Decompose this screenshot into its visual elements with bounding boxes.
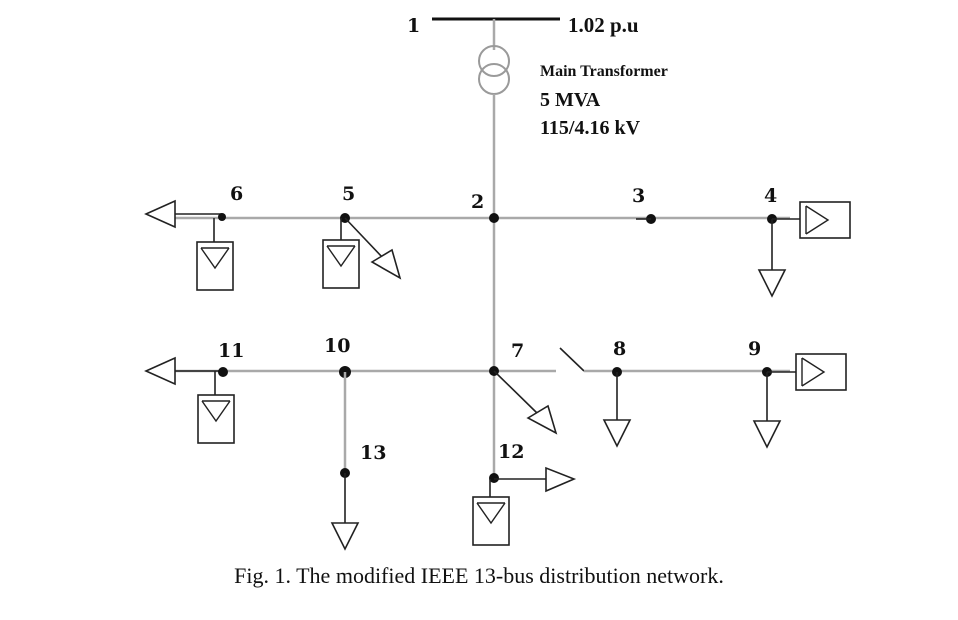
bus-4-label: 4 <box>764 185 777 207</box>
figure-caption: Fig. 1. The modified IEEE 13-bus distrib… <box>234 563 724 588</box>
bus-12-node <box>489 473 499 483</box>
transformer-voltage: 115/4.16 kV <box>540 117 641 139</box>
load-5-stub <box>344 217 384 259</box>
load-8-arrow <box>603 419 631 447</box>
pv-12-icon <box>472 496 510 546</box>
pv-5-icon <box>322 239 360 289</box>
bus-6-label: 6 <box>230 183 243 205</box>
bus-5-label: 5 <box>342 183 355 205</box>
bus-9-label: 9 <box>748 338 761 360</box>
bus-10-label: 10 <box>324 335 350 357</box>
load-5-arrow <box>370 248 402 280</box>
bus-6-node <box>218 213 226 221</box>
load-4-arrow <box>758 269 786 297</box>
switch-7-8 <box>559 347 585 372</box>
bus-2-node <box>489 213 499 223</box>
network-diagram: 1 1.02 p.u Main Transformer 5 MVA 115/4.… <box>144 13 851 550</box>
bus-12-label: 12 <box>498 441 524 463</box>
load-9-arrow <box>753 420 781 448</box>
load-6-arrow <box>144 199 176 229</box>
pv-4-icon <box>799 201 851 239</box>
load-7-arrow <box>526 404 558 435</box>
load-13-arrow <box>331 522 359 550</box>
bus-1-label: 1 <box>407 15 420 37</box>
load-7-stub <box>493 370 538 414</box>
transformer-rating: 5 MVA <box>540 89 601 111</box>
pv-6-icon <box>196 241 234 291</box>
pv-9-icon <box>795 353 847 391</box>
load-11-arrow <box>144 356 176 386</box>
bus-13-label: 13 <box>360 442 386 464</box>
bus-7-label: 7 <box>511 340 524 362</box>
load-12-arrow <box>545 466 577 493</box>
source-voltage: 1.02 p.u <box>568 13 639 37</box>
bus-3-label: 3 <box>632 185 645 207</box>
transformer-name: Main Transformer <box>540 63 668 80</box>
pv-11-icon <box>197 394 235 444</box>
bus-11-label: 11 <box>218 340 244 362</box>
transformer-icon <box>478 45 510 95</box>
bus-2-label: 2 <box>471 191 484 213</box>
bus-11-node <box>218 367 228 377</box>
bus-8-label: 8 <box>613 338 626 360</box>
